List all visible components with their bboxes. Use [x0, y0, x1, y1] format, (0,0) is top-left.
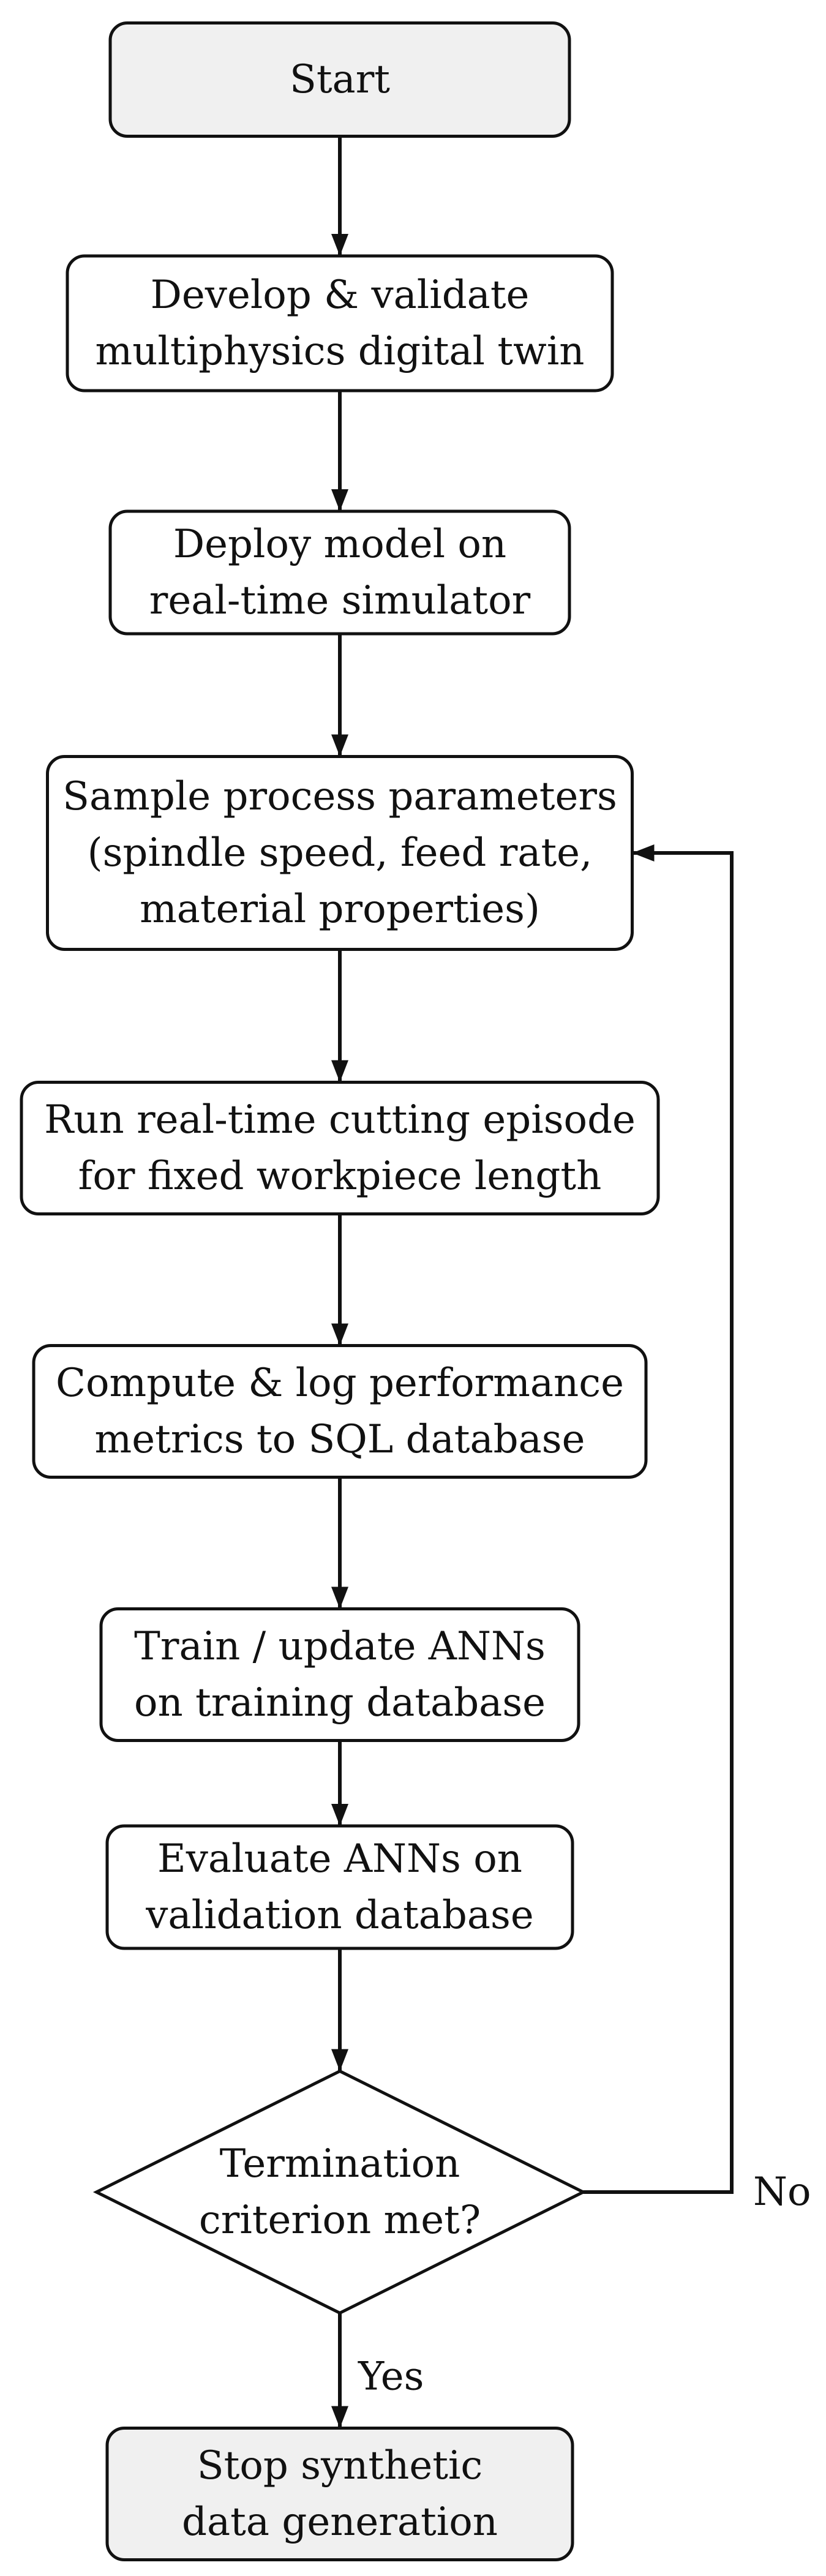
- node-label-line: Termination: [220, 2141, 460, 2187]
- node-label-line: on training database: [134, 1680, 546, 1725]
- node-label-line: for fixed workpiece length: [78, 1154, 602, 1199]
- terminal-box: [108, 21, 571, 138]
- node-start: Start: [108, 21, 571, 138]
- node-stop: Stop synthetic data generation: [105, 2427, 574, 2561]
- node-label-line: criterion met?: [199, 2198, 481, 2243]
- process-box: [46, 755, 634, 951]
- node-label-line: metrics to SQL database: [95, 1417, 585, 1462]
- node-label-line: validation database: [145, 1893, 534, 1938]
- node-run: Run real-time cutting episode for fixed w…: [20, 1081, 660, 1215]
- node-label-line: Run real-time cutting episode: [44, 1097, 636, 1143]
- node-decision: Termination criterion met?: [92, 2069, 587, 2315]
- edge-label-yes: Yes: [358, 2354, 424, 2400]
- node-develop: Develop & validate multiphysics digital t…: [66, 254, 614, 392]
- node-label-line: (spindle speed, feed rate,: [88, 830, 593, 876]
- node-label-line: data generation: [182, 2499, 498, 2545]
- node-label-line: material properties): [140, 887, 540, 932]
- node-label-line: Compute & log performance: [56, 1361, 624, 1406]
- node-label-line: Evaluate ANNs on: [157, 1836, 522, 1882]
- node-deploy: Deploy model on real-time simulator: [108, 509, 571, 636]
- process-box: [20, 1081, 660, 1215]
- node-label-line: Stop synthetic: [197, 2443, 482, 2488]
- process-box: [32, 1344, 648, 1479]
- node-label-line: Sample process parameters: [62, 774, 617, 819]
- process-box: [105, 1824, 574, 1950]
- node-evaluate: Evaluate ANNs on validation database: [105, 1824, 574, 1950]
- terminal-box: [105, 2427, 574, 2561]
- process-box: [108, 509, 571, 636]
- node-label-line: multiphysics digital twin: [96, 329, 585, 374]
- node-sample: Sample process parameters (spindle speed,…: [46, 755, 634, 951]
- node-label-line: Develop & validate: [151, 272, 530, 318]
- decision-diamond: [92, 2069, 587, 2315]
- node-label-line: Start: [290, 57, 390, 102]
- node-label-line: Train / update ANNs: [134, 1624, 546, 1669]
- edge-decision-to-sample: [583, 844, 734, 2194]
- edge-label-no: No: [753, 2169, 811, 2215]
- process-box: [99, 1607, 580, 1742]
- node-train: Train / update ANNs on training database: [99, 1607, 580, 1742]
- edges-layer: Yes No: [331, 136, 811, 2428]
- node-label-line: real-time simulator: [149, 578, 531, 623]
- process-box: [66, 254, 614, 392]
- node-label-line: Deploy model on: [173, 522, 506, 567]
- node-compute: Compute & log performance metrics to SQL …: [32, 1344, 648, 1479]
